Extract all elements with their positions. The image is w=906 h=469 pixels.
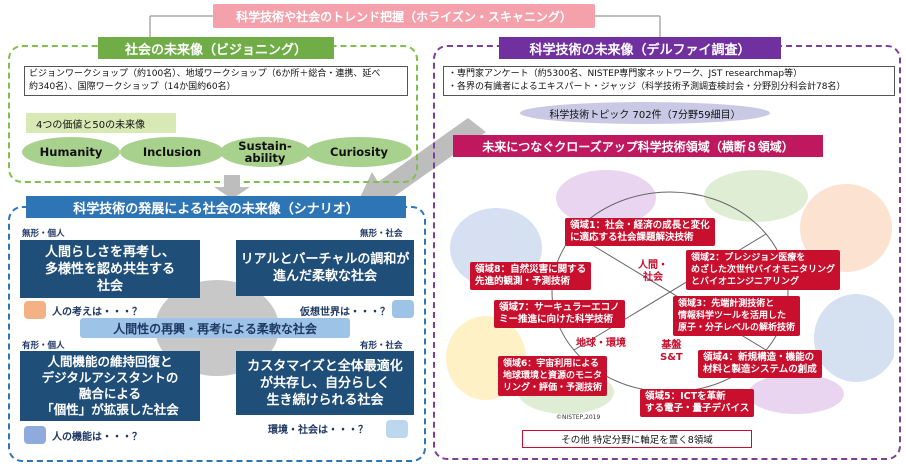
scenario-tag-tangible-society: 有形・社会: [360, 340, 403, 352]
delphi-info: ・専門家アンケート（約5300名、NISTEP専門家ネットワーク、JST res…: [443, 66, 895, 96]
domain-5: 領域5：ICTを革新 する電子・量子デバイス: [640, 389, 755, 417]
scenario-tag-intangible-society: 無形・社会: [360, 228, 403, 240]
question-virtual-world: 仮想世界は・・・？: [300, 307, 390, 318]
value-sustainability-line2: ability: [244, 151, 286, 165]
domain-8: 領域8：自然災害に関する 先進的観測・予測技術: [470, 262, 592, 290]
keyword-wordcloud-image: [446, 170, 894, 414]
center-base-st: 基盤 S&T: [660, 340, 683, 363]
question-environment-society: 環境・社会は・・・？: [268, 425, 368, 436]
cloud-blob: [556, 170, 656, 226]
scenario-tag-intangible-individual: 無形・個人: [22, 228, 65, 240]
visioning-info-line2: 約340名）、国際ワークショップ（14か国約60名）: [29, 82, 236, 92]
visioning-info: ビジョンワークショップ（約100名）、地域ワークショップ（6か所＋総合・連携、延…: [24, 66, 408, 96]
scenario-title: 科学技術の発展による社会の未来像（シナリオ）: [26, 196, 406, 218]
domain-6: 領域6：宇宙利用による 地球環境と資源のモニタ リング・評価・予測技術: [498, 356, 608, 396]
value-inclusion: Inclusion: [120, 137, 224, 167]
center-human-society: 人間・ 社会: [638, 260, 668, 283]
scenario-intangible-individual: 人間らしさを再考し、 多様性を認め共生する 社会: [20, 240, 200, 298]
environment-icon: [386, 420, 408, 438]
domain-3: 領域3：先端計測技術と 情報科学ツールを活用した 原子・分子レベルの解析技術: [673, 296, 801, 336]
visioning-title: 社会の未来像（ビジョニング）: [98, 37, 334, 59]
cloud-blob: [748, 374, 844, 414]
scenario-center-band: 人間性の再興・再考による柔軟な社会: [80, 318, 350, 338]
domain-7: 領域7：サーキュラーエコノ ミー推進に向けた科学技術: [494, 300, 625, 328]
domain-4: 領域4：新規構造・機能の 材料と製造システムの創成: [698, 350, 822, 378]
center-earth-environment: 地球・環境: [576, 338, 626, 349]
horizon-scanning-banner: 科学技術や社会のトレンド把握（ホライズン・スキャニング）: [213, 4, 595, 28]
visioning-info-line1: ビジョンワークショップ（約100名）、地域ワークショップ（6か所＋総合・連携、延…: [29, 69, 381, 79]
scenario-tag-tangible-individual: 有形・個人: [22, 340, 65, 352]
domain-2: 領域2：プレシジョン医療を めざした次世代バイオモニタリング とバイオエンジニア…: [686, 250, 841, 290]
question-thoughts: 人の考えは・・・？: [52, 307, 142, 318]
delphi-info-line2: ・各界の有識者によるエキスパート・ジャッジ（科学技術予測調査検討会・分野別分科会…: [448, 82, 846, 92]
delphi-title: 科学技術の未来像（デルファイ調査）: [499, 37, 781, 59]
closeup-title: 未来につなぐクローズアップ科学技術領域（横断８領域）: [453, 135, 823, 157]
topics-count: 科学技術トピック 702件（7分野59細目）: [520, 102, 770, 124]
scenario-tangible-individual: 人間機能の維持回復と デジタルアシスタントの 融合による 「個性」が拡張した社会: [20, 351, 200, 421]
value-curiosity: Curiosity: [306, 137, 412, 167]
down-arrow-body: [224, 175, 240, 189]
value-sustainability: Sustain- ability: [220, 137, 310, 167]
value-humanity: Humanity: [22, 137, 120, 167]
other-domains-note: その他 特定分野に軸足を置く8領域: [522, 430, 752, 448]
value-sustainability-line1: Sustain-: [238, 139, 292, 153]
wheelchair-icon: [24, 426, 46, 444]
cloud-blob: [814, 294, 894, 382]
domain-1: 領域1：社会・経済の成長と変化 に適応する社会課題解決技術: [565, 218, 715, 246]
copyright: ©NISTEP,2019: [556, 414, 601, 421]
delphi-info-line1: ・専門家アンケート（約5300名、NISTEP専門家ネットワーク、JST res…: [448, 69, 803, 79]
cloud-blob: [704, 170, 808, 222]
scenario-tangible-society: カスタマイズと全体最適化 が共存し、自分らしく 生き続けられる社会: [236, 351, 414, 415]
virtual-world-icon: [392, 300, 414, 318]
values-label: 4つの価値と50の未来像: [26, 113, 176, 133]
question-functions: 人の機能は・・・？: [52, 432, 142, 443]
scenario-intangible-society: リアルとバーチャルの調和が 進んだ柔軟な社会: [236, 240, 414, 296]
thinking-person-icon: [24, 301, 46, 319]
